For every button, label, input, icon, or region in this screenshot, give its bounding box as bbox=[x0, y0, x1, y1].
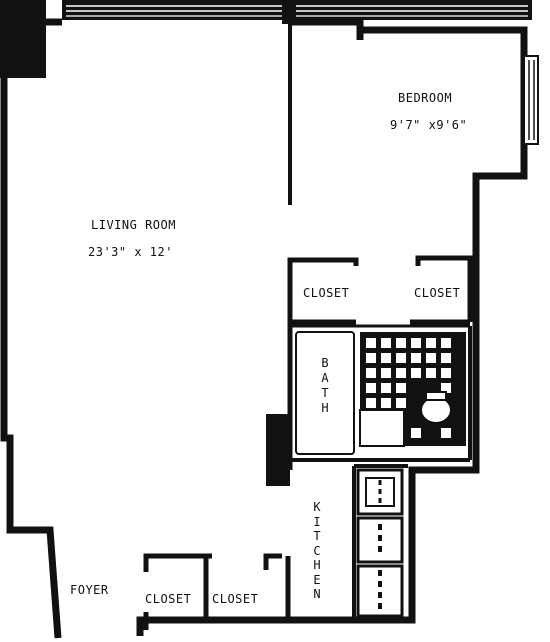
kitchen-label: KITCHEN bbox=[313, 500, 321, 601]
living-room-label: LIVING ROOM bbox=[91, 218, 176, 232]
bathtub bbox=[295, 331, 355, 455]
foyer-label: FOYER bbox=[70, 583, 109, 597]
kitchen-appliances bbox=[356, 468, 404, 618]
corner-pillar bbox=[0, 0, 46, 78]
living-room-dimensions: 23'3" x 12' bbox=[88, 245, 173, 259]
window-top bbox=[62, 0, 532, 24]
toilet bbox=[420, 391, 452, 424]
foyer-closets bbox=[143, 553, 291, 630]
closet-foyer-right-label: CLOSET bbox=[212, 592, 259, 606]
structural-column bbox=[266, 414, 290, 486]
foyer-partition bbox=[48, 529, 60, 639]
kitchen-walls bbox=[352, 464, 408, 620]
bedroom-label: BEDROOM bbox=[398, 91, 453, 105]
closet-bedroom-right-label: CLOSET bbox=[414, 286, 461, 300]
closet-bedroom-left-label: CLOSET bbox=[303, 286, 350, 300]
closet-foyer-left-label: CLOSET bbox=[145, 592, 192, 606]
exterior-walls bbox=[0, 18, 528, 639]
bedroom-dimensions: 9'7" x9'6" bbox=[390, 118, 468, 132]
window-bedroom bbox=[523, 55, 539, 145]
bath-label: BATH bbox=[321, 356, 329, 415]
bath-tile-floor bbox=[359, 332, 466, 447]
